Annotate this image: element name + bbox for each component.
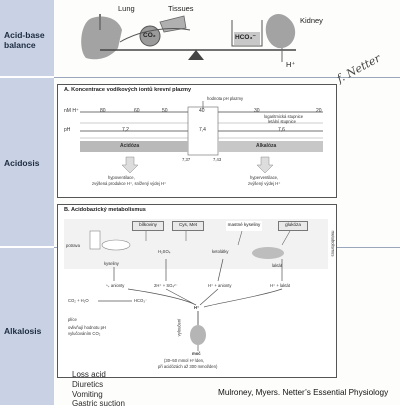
category-column: Acid-base balance Acidosis Alkalosis <box>0 0 54 407</box>
kyseliny-label: kyseliny <box>104 261 119 266</box>
panel-b: B. Acidobazický metabolismus potrava met… <box>57 204 337 378</box>
nmol-tick-30: 30 <box>254 108 260 114</box>
nmol-tick-40: 40 <box>199 108 205 114</box>
acidosis-arrow <box>121 156 139 174</box>
ph-tick-76: 7,6 <box>278 127 285 133</box>
left-note-line-2: zvýšená produkce H⁺, snížený výdej H⁺ <box>92 181 167 186</box>
plice-label: plíce <box>68 317 77 322</box>
nmol-label: nM H⁺ <box>64 108 79 114</box>
liver-shape <box>252 247 284 259</box>
partial-line-4: Gastric suction <box>72 399 125 408</box>
bound-high: 7,43 <box>213 157 222 162</box>
kidney-shape <box>265 14 296 49</box>
tissues-label: Tissues <box>168 4 194 13</box>
potrava-label: potrava <box>66 243 80 248</box>
divider-top <box>54 77 400 78</box>
co2-label: CO₂ <box>143 32 156 39</box>
hco3-label: HCO₃⁻ <box>235 34 256 41</box>
hplus-label-b: H⁺ <box>194 305 200 310</box>
category-acid-base-label: Acid-base balance <box>4 30 45 50</box>
panel-a: A. Koncentrace vodíkových iontů krevní p… <box>57 84 337 198</box>
laktat-2-label: H⁺ + laktát <box>270 283 291 288</box>
metabolism-connectors <box>145 230 291 246</box>
partial-line-1: Loss acid <box>72 370 106 379</box>
h2so4-label: H₂SO₄ <box>158 249 171 254</box>
plice-note-2: vylučováním CO₂ <box>68 331 101 336</box>
acid-arrows <box>113 258 283 282</box>
category-alkalosis: Alkalosis <box>0 248 54 407</box>
category-acid-base: Acid-base balance <box>0 0 54 78</box>
hplus-label: H⁺ <box>286 60 296 69</box>
nmol-tick-20: 20 <box>316 108 322 114</box>
bound-low: 7,37 <box>182 157 191 162</box>
lethal-scale-label: letální stupnice <box>268 119 296 124</box>
alkalosis-bar <box>218 141 323 152</box>
ph-tick-74: 7,4 <box>199 127 206 133</box>
box-bilkoviny: bílkoviny <box>132 221 164 231</box>
alkalosis-arrow <box>256 156 274 174</box>
tissues-block <box>159 15 187 33</box>
normal-range-window <box>187 106 219 156</box>
metabolismus-label: metabolismus <box>330 230 336 257</box>
panel-b-title: B. Acidobazický metabolismus <box>64 207 146 213</box>
acidosis-bar <box>80 141 188 152</box>
ph-tick-72: 7,2 <box>122 127 129 133</box>
category-acidosis: Acidosis <box>0 78 54 248</box>
co2-h2o-label: CO₂ + H₂O <box>68 298 89 303</box>
category-alkalosis-label: Alkalosis <box>4 326 42 336</box>
anionty-1-label: ⁿ₊ anionty <box>106 283 125 288</box>
box-mastne-kyseliny: mastné kyseliny <box>226 221 262 231</box>
hco3-label-b: HCO₃⁻ <box>134 298 148 303</box>
nmol-tick-80: 80 <box>100 108 106 114</box>
ketolatky-label: ketolátky <box>212 249 229 254</box>
panel-a-title: A. Koncentrace vodíkových iontů krevní p… <box>64 87 192 93</box>
left-note-line-1: hypoventilace, <box>108 175 135 180</box>
moc-label: moč <box>192 351 201 356</box>
balance-fulcrum <box>188 50 204 60</box>
laktat-label: laktát <box>272 263 283 268</box>
plice-note-1: ovlivňují hodnotu pH <box>68 325 106 330</box>
ph-label: pH <box>64 127 71 133</box>
vylouceni-label: vyloučení <box>176 318 182 337</box>
partial-line-3: Vomiting <box>72 390 103 399</box>
log-scale-label: logaritmická stupnice <box>264 114 304 119</box>
partial-line-2: Diuretics <box>72 380 104 389</box>
lung-tissue-arrow <box>119 28 191 43</box>
acidosis-label: Acidóza <box>120 143 140 149</box>
nmol-tick-50: 50 <box>162 108 168 114</box>
kidney-icon <box>190 325 206 345</box>
source-caption: Mulroney, Myers. Netter’s Essential Phys… <box>218 388 389 397</box>
normal-ph-label: hodnota pH plazmy <box>207 96 244 101</box>
sulfate-label: 2H⁺ + SO₄²⁻ <box>154 283 178 288</box>
hco3-pan <box>231 20 263 47</box>
kidney-label: Kidney <box>300 16 323 25</box>
box-glukoza: glukóza <box>278 221 308 231</box>
nmol-tick-60: 60 <box>134 108 140 114</box>
lung-label: Lung <box>118 4 135 13</box>
moc-note-2: při acidózách až 300 mmol/den) <box>158 364 218 369</box>
milk-carton <box>89 230 101 250</box>
balance-illustration <box>81 14 296 62</box>
ph-scale-graphic <box>80 101 323 174</box>
right-note-line-1: hyperventilace, <box>250 175 279 180</box>
food-plate <box>101 239 131 251</box>
moc-note-1: (30–50 mmol H⁺/den, <box>164 358 205 363</box>
right-note-line-2: zvýšený výdej H⁺ <box>248 181 281 186</box>
to-hplus-arrows <box>127 288 283 308</box>
alkalosis-label: Alkalóza <box>256 143 277 149</box>
co2-ball <box>139 25 161 47</box>
lung-shape <box>81 16 122 60</box>
box-cys-met: Cys, Met <box>172 221 204 231</box>
hco3-fluid <box>234 32 260 45</box>
anionty-2-label: H⁺ + anionty <box>208 283 232 288</box>
category-acidosis-label: Acidosis <box>4 158 40 168</box>
